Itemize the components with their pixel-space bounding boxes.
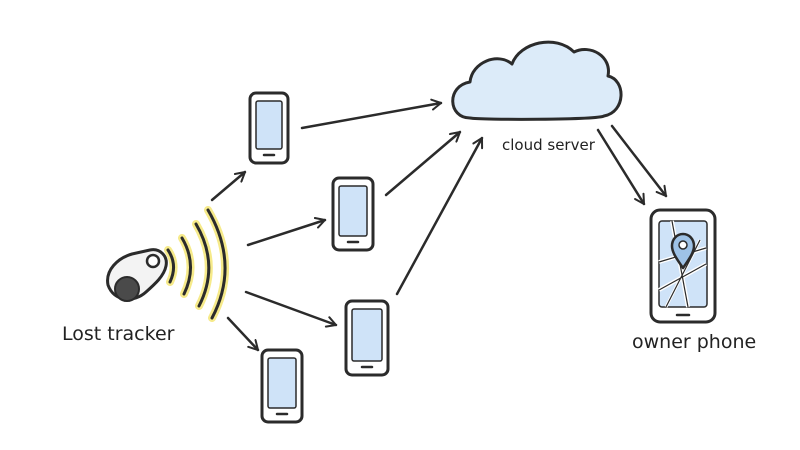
cloud-label: cloud server [502,136,596,154]
arrow-icon [246,217,327,247]
phone-icon [344,299,390,377]
arrow-icon [596,128,646,206]
owner-phone-icon [649,208,717,324]
arrow-icon [210,170,247,202]
arrows-tracker-to-phones [210,170,338,352]
arrow-icon [395,136,484,296]
arrow-icon [226,316,260,352]
arrows-cloud-to-owner [596,124,668,206]
tracker-icon [106,248,168,302]
map-pin-icon [670,232,696,270]
arrow-icon [244,290,338,328]
arrow-icon [300,98,443,130]
arrows-phones-to-cloud [300,98,484,296]
arrow-icon [384,130,462,197]
signal-waves-icon [164,206,230,322]
tracker-label: Lost tracker [62,323,175,345]
owner-label: owner phone [632,331,756,353]
phone-icon [260,348,304,424]
phone-icon [248,91,290,165]
phone-icon [331,176,375,252]
cloud-icon [451,40,623,121]
arrow-icon [610,124,668,198]
